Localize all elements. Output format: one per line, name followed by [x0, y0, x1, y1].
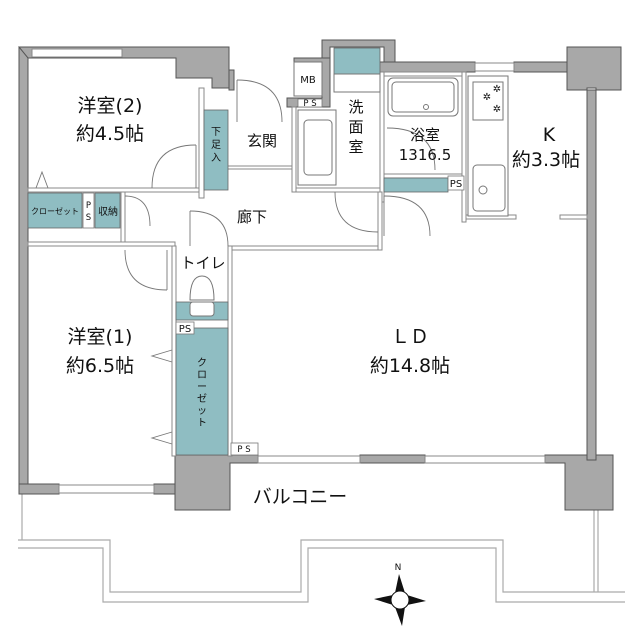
north-label: N [395, 563, 402, 573]
door-room2 [151, 144, 197, 189]
burner-icon: ✲ [483, 92, 491, 103]
stove [472, 81, 504, 121]
closet-vertical-label: ゼ [197, 393, 207, 405]
windows [31, 48, 546, 494]
ps-box [175, 321, 195, 335]
washing-machine-area [333, 73, 381, 93]
compass-arrow-west [374, 595, 393, 605]
ps-label: S [86, 213, 91, 223]
toilet-door [189, 210, 229, 247]
room-area-western-1: 約6.5帖 [66, 355, 134, 377]
closet-room1 [175, 327, 229, 456]
entrance-door [236, 79, 283, 123]
compass-arrow-south [395, 607, 405, 626]
storage-room2 [94, 192, 121, 229]
toilet-label: トイレ [180, 254, 225, 272]
burner-icon: ✲ [493, 84, 501, 95]
room-labels: 洋室(2) 約4.5帖 洋室(1) 約6.5帖 ＬＤ 約14.8帖 K 約3.3… [31, 61, 580, 508]
closet-vertical-label: ロ [197, 370, 207, 381]
shoe-closet-label: 下 [211, 127, 221, 138]
ps-label: PS [450, 179, 462, 190]
closet-room2 [27, 192, 83, 229]
doors [35, 79, 436, 445]
ps-boxes: P S PS PS P S P S [82, 98, 465, 456]
toilet-tank [189, 301, 215, 317]
closet-vertical-label: ー [197, 382, 207, 393]
mb-box [293, 61, 323, 97]
fixtures: ✲ ✲ ✲ [175, 47, 509, 321]
room-name-ld: ＬＤ [391, 326, 429, 348]
closet-label: クローゼット [31, 206, 79, 216]
shoe-closet-label: 足 [211, 139, 221, 151]
balcony-outline [18, 487, 625, 603]
ps-box [82, 192, 95, 229]
room-area-ld: 約14.8帖 [370, 355, 450, 377]
closet-vertical-label: ト [197, 418, 207, 429]
washroom-label: 室 [348, 138, 363, 156]
ps-label: P S [237, 445, 250, 455]
closet-bifold [150, 431, 173, 445]
drain-icon [423, 104, 429, 110]
washing-machine-pan [333, 47, 381, 75]
burner-icon: ✲ [493, 104, 501, 115]
balcony-label: バルコニー [253, 486, 348, 508]
toilet-bowl [189, 275, 215, 301]
closet-vertical-label: ク [197, 357, 207, 369]
ld-door [383, 195, 431, 237]
closet-bifold [150, 349, 173, 363]
corridor-label: 廊下 [237, 208, 267, 226]
storage-areas [27, 109, 449, 456]
entrance-label: 玄関 [247, 132, 277, 150]
shoe-closet [203, 109, 229, 191]
compass-arrow-east [407, 595, 426, 605]
storage-door [124, 195, 151, 227]
compass-arrow-north [395, 574, 405, 593]
room-name-bathroom: 浴室 [410, 126, 440, 144]
closet-bifold [35, 170, 49, 189]
room-area-western-2: 約4.5帖 [76, 123, 144, 145]
shoe-closet-label: 入 [211, 153, 221, 164]
bath-storage [383, 177, 449, 193]
ps-box [447, 175, 465, 191]
room-area-kitchen: 約3.3帖 [512, 149, 580, 171]
bath-door [386, 127, 436, 171]
washbasin [303, 119, 333, 176]
closet-vertical-label: ッ [197, 406, 207, 417]
ps-box [297, 98, 323, 108]
washroom-label: 面 [348, 118, 363, 136]
room-area-bathroom: 1316.5 [399, 146, 452, 164]
ps-label: P S [303, 99, 316, 109]
door-room1 [124, 249, 168, 291]
room-name-western-1: 洋室(1) [68, 326, 133, 348]
washroom-label: 洗 [348, 98, 363, 116]
ps-label: PS [179, 324, 191, 335]
ps-label: P [86, 201, 91, 211]
interior-walls [27, 71, 588, 457]
mb-label: MB [300, 75, 316, 86]
storage-label: 収納 [98, 205, 118, 218]
ps-box [230, 442, 259, 456]
kitchen-sink [472, 164, 506, 212]
room-name-kitchen: K [543, 124, 556, 146]
compass-icon: N [374, 563, 426, 626]
washroom-door [334, 191, 379, 233]
room-name-western-2: 洋室(2) [78, 95, 143, 117]
